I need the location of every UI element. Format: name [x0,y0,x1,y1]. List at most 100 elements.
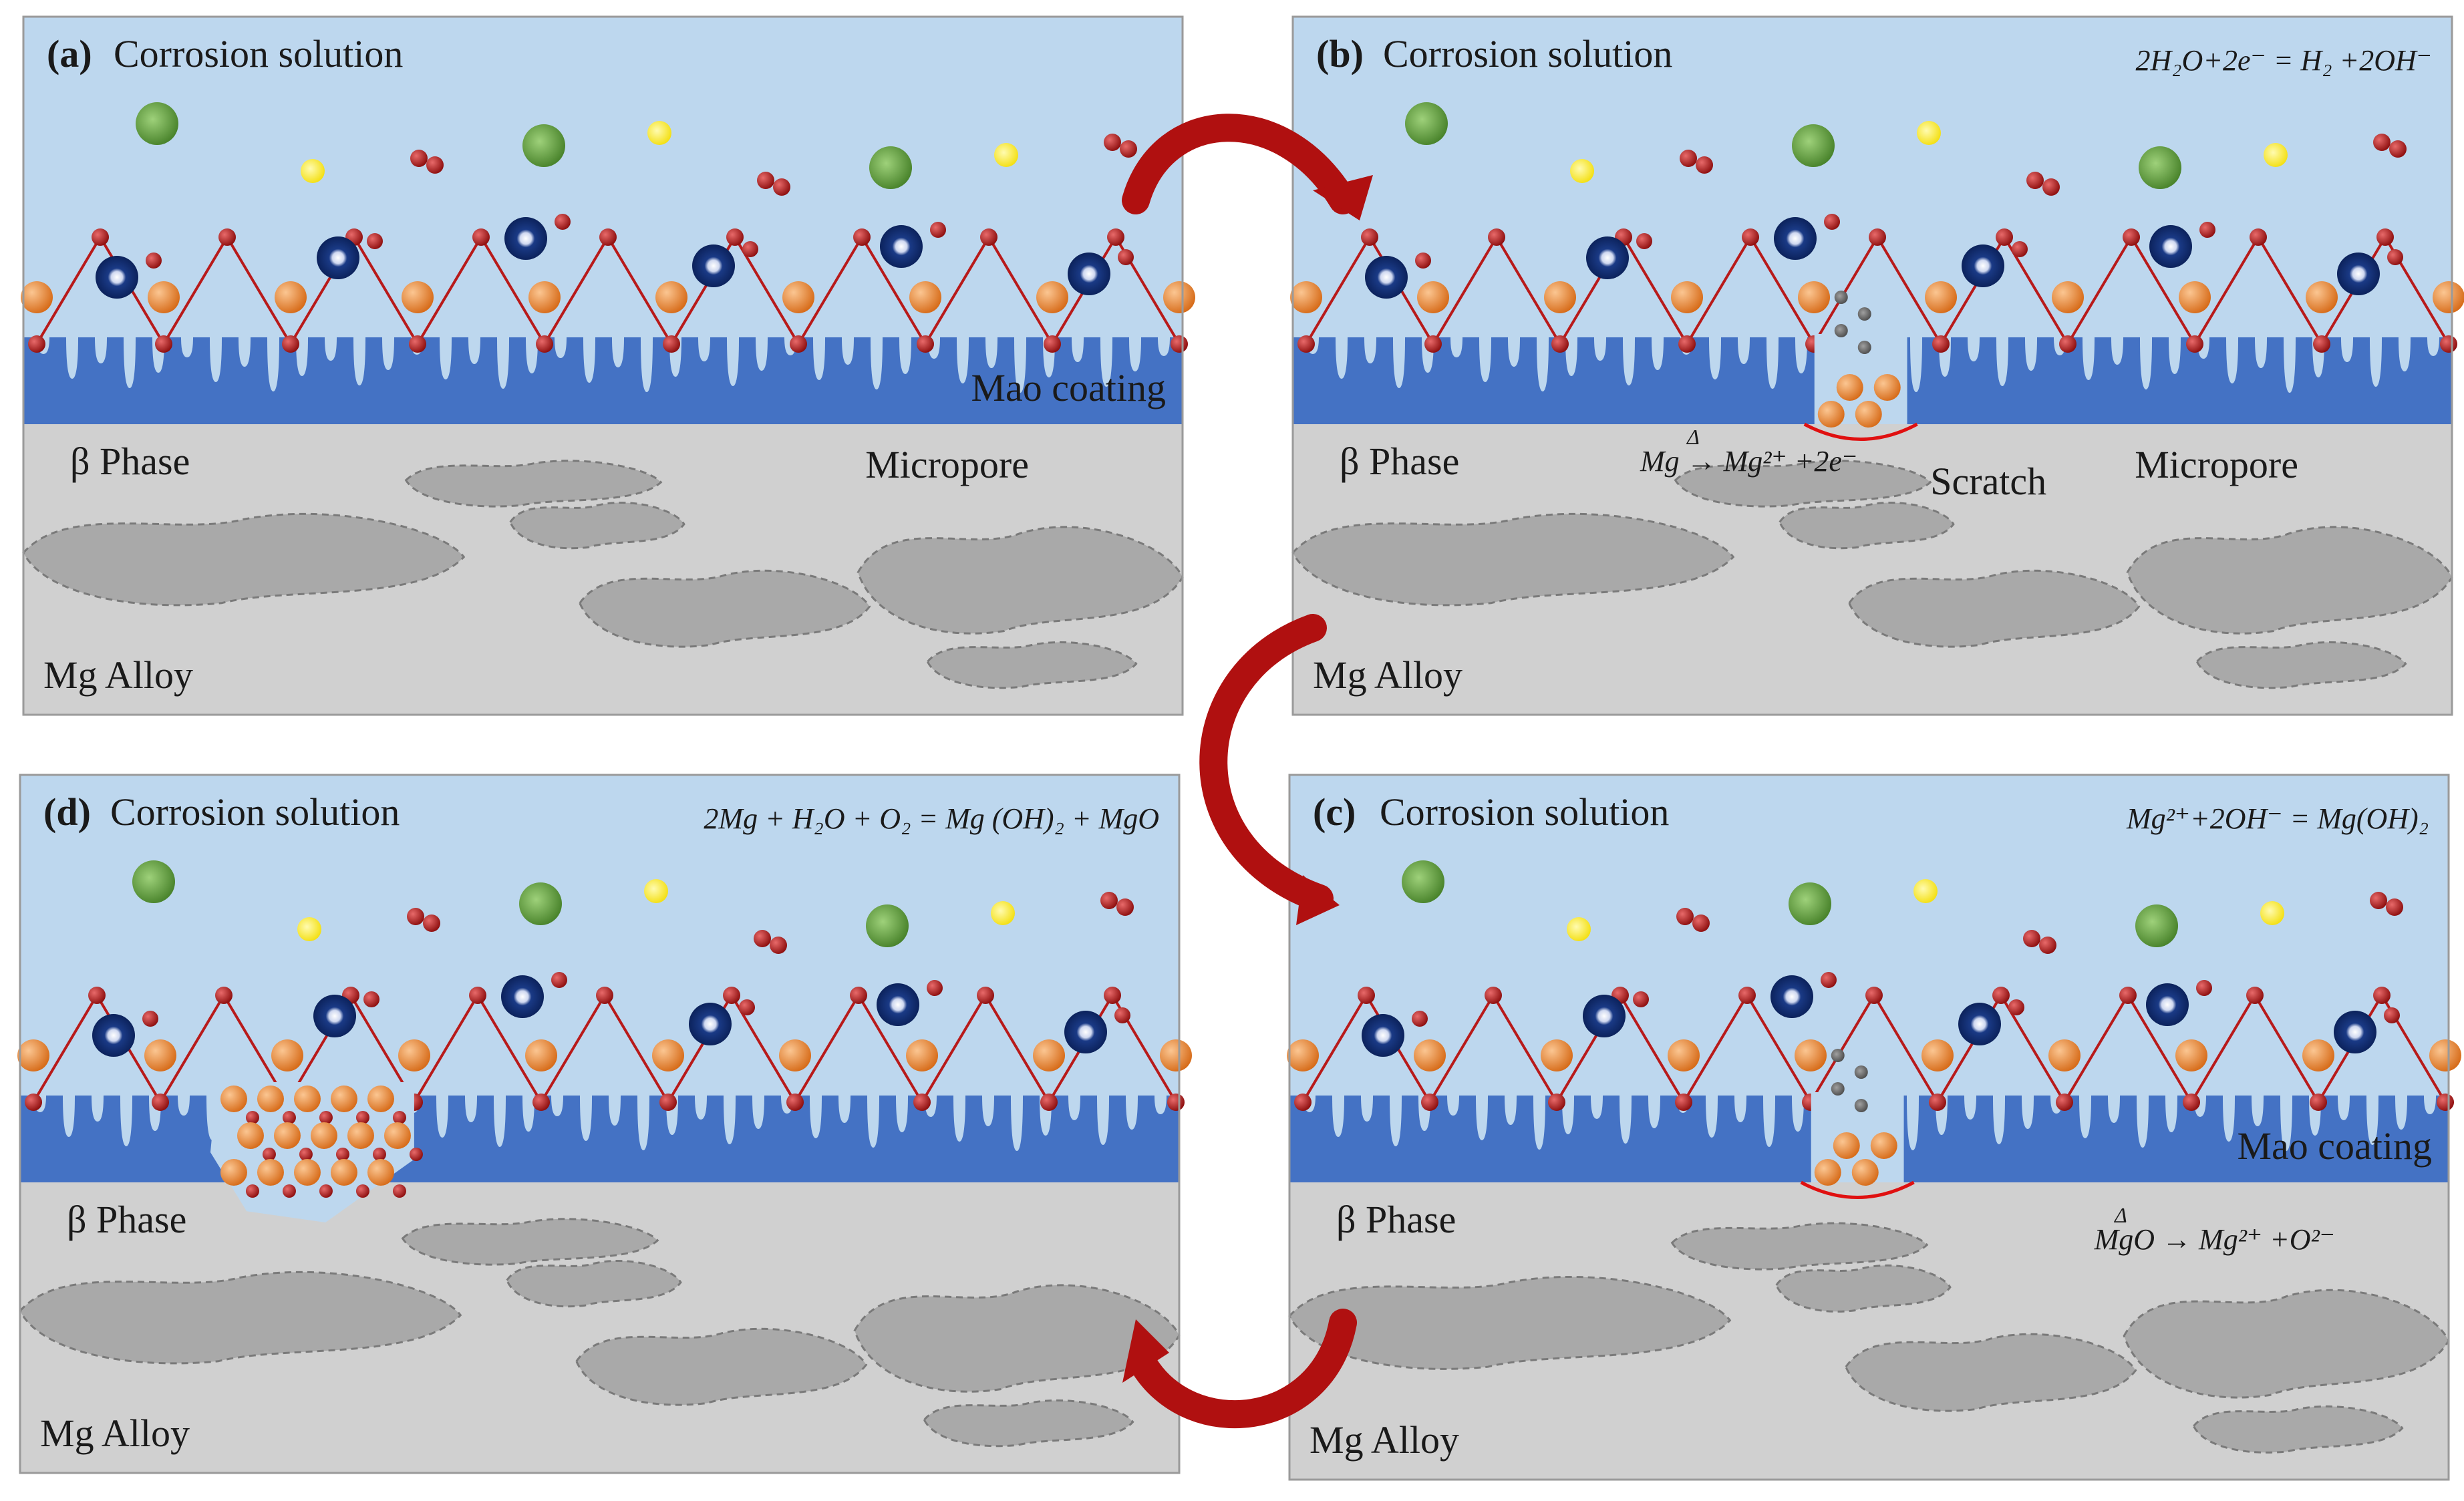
oxygen-molecule-atom [773,178,790,196]
micropore [1652,337,1664,370]
mao-coating-label: Mao coating [2237,1124,2432,1168]
oxygen-molecule-atom [423,914,440,932]
beta-phase-region [923,1399,1134,1448]
oxygen-molecule-atom [1100,892,1118,909]
oxygen-atom [367,233,383,249]
oxygen-atom [532,1094,550,1111]
micropore [95,337,107,363]
oxygen-atom [92,228,109,246]
oxygen-atom [1171,335,1188,353]
heat-delta-symbol: Δ [2113,1203,2127,1227]
micropore [1763,1096,1775,1147]
micropore [727,337,739,386]
green-ion [866,904,909,947]
hydrogen-atom [1854,1099,1868,1112]
transition-arrow-b-to-c [1199,614,1340,925]
alloy-reaction-equation: Mg → Mg²⁺ +2e⁻ [1640,445,1857,478]
mao-coating-layer [20,1096,1179,1182]
micropore [1648,1096,1660,1128]
micropore [120,1096,132,1146]
micropore [1361,1096,1373,1122]
magnesium-atom [1033,1039,1065,1071]
oxygen-atom [472,228,490,246]
micropore [1734,1096,1746,1122]
beta-phase-region [926,641,1138,689]
beta-phase-region [22,512,466,607]
mg-alloy-label: Mg Alloy [40,1411,190,1455]
oxygen-atom [282,335,299,353]
micropore [1011,1096,1023,1151]
corrosion-solution-region [20,775,1179,1096]
yellow-ion [301,159,325,183]
micropore [1910,337,1922,392]
solution-particles [96,102,1137,299]
micropore [124,337,136,388]
oxygen-molecule-atom [1692,914,1710,932]
oxygen-atom [663,335,680,353]
oxygen-atom [335,1148,349,1161]
micropore [2341,337,2353,362]
oxygen-atom [218,228,236,246]
panel-title: Corrosion solution [1383,32,1672,75]
magnesium-atom [1544,281,1576,313]
hydrogen-atom [1834,324,1848,337]
oxygen-molecule-atom [1120,140,1137,158]
yellow-ion [647,121,671,145]
beta-phase-label: β Phase [70,440,190,483]
micropore [2427,337,2439,356]
oxygen-atom [409,335,426,353]
beta-phase-region [2195,641,2407,689]
beta-phase-region [505,1259,682,1308]
panel-border [1288,774,2450,1481]
micropore [1706,1096,1718,1138]
panel-tag: (d) [43,790,91,834]
micropore [2223,1096,2235,1142]
micropore [867,1096,879,1148]
oxygen-atom [1107,228,1124,246]
magnesium-atom [2048,1039,2081,1071]
oxygen-atom [1421,1094,1438,1111]
oxygen-atom [392,1111,406,1124]
yellow-ion [1567,917,1591,941]
panel-title: Corrosion solution [1380,790,1669,834]
micropore [1336,337,1348,379]
heat-delta-symbol: Δ [1686,425,1700,449]
micropore [982,1096,994,1126]
panel-border [1291,15,2453,716]
micropore [1097,1096,1109,1145]
oxygen-atom [1678,335,1696,353]
micropore [181,337,193,357]
green-ion [1792,124,1835,167]
micropore [1072,337,1084,362]
micropore [382,337,394,370]
micropore [698,337,710,361]
yellow-ion [297,917,321,941]
micropore [296,337,308,376]
hydroxide-ion [2146,983,2189,1026]
beta-phase-region [401,1218,659,1266]
oxygen-molecule-atom [2389,140,2407,158]
transition-arrow-a-to-b [1122,114,1373,220]
green-ion [522,124,565,167]
oxygen-molecule-atom [2042,178,2060,196]
oxygen-molecule-atom [1676,908,1694,925]
hydroxide-ion [1362,1014,1404,1057]
micropore [583,337,595,383]
micropore [1014,337,1026,393]
panel-tag: (c) [1313,790,1356,834]
micropore [2284,337,2296,393]
micropore [871,337,883,389]
oxygen-atom [1929,1094,1946,1111]
hydroxide-ion [2334,1011,2376,1053]
hydroxide-ion [877,983,919,1026]
oxygen-atom [850,987,867,1004]
magnesium-atom [652,1039,684,1071]
oxygen-molecule-atom [757,172,774,189]
oxygen-atom [2313,335,2330,353]
micropore [497,337,509,389]
oxygen-atom [1633,991,1649,1007]
oxygen-atom [1636,233,1652,249]
micropore [1508,337,1520,367]
magnesium-atom [367,1159,394,1186]
